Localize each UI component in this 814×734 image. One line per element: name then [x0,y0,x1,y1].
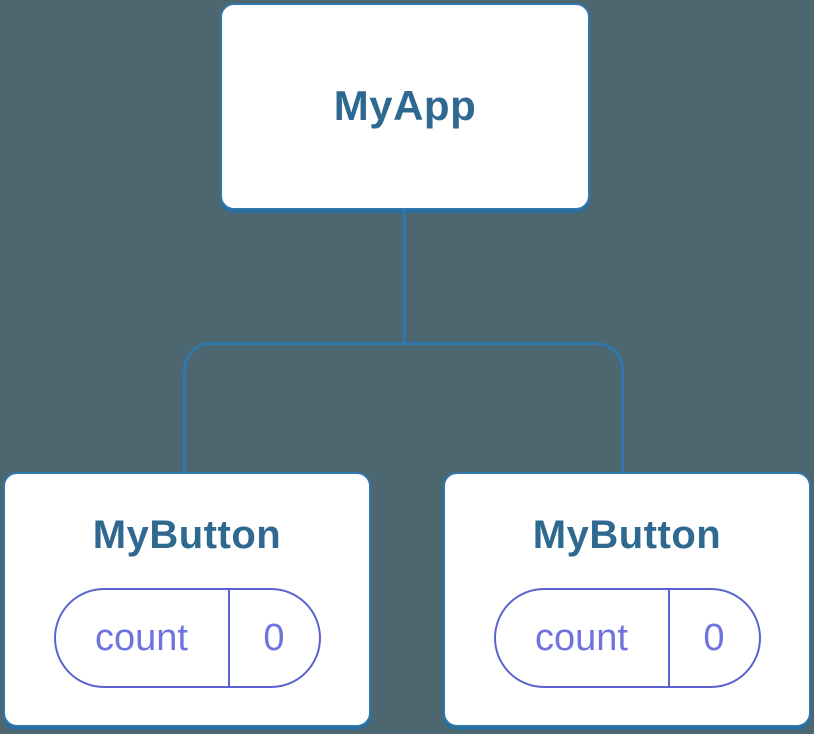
state-key-label: count [95,616,188,659]
root-node-card: MyApp [220,3,590,210]
connector-root-stem [403,210,406,343]
state-key-label: count [535,616,628,659]
pill-divider [667,590,670,686]
state-pill-right: count 0 [493,588,761,688]
pill-divider [227,590,230,686]
child-node-right-label: MyButton [532,513,722,557]
root-node-label: MyApp [333,82,477,130]
state-pill-left: count 0 [53,588,321,688]
state-value: 0 [263,616,285,659]
connector-branch-bracket [183,342,624,472]
child-node-left-label: MyButton [92,513,282,557]
child-node-left-card: MyButton count 0 [3,472,371,727]
child-node-right-card: MyButton count 0 [443,472,811,727]
state-value: 0 [703,616,725,659]
